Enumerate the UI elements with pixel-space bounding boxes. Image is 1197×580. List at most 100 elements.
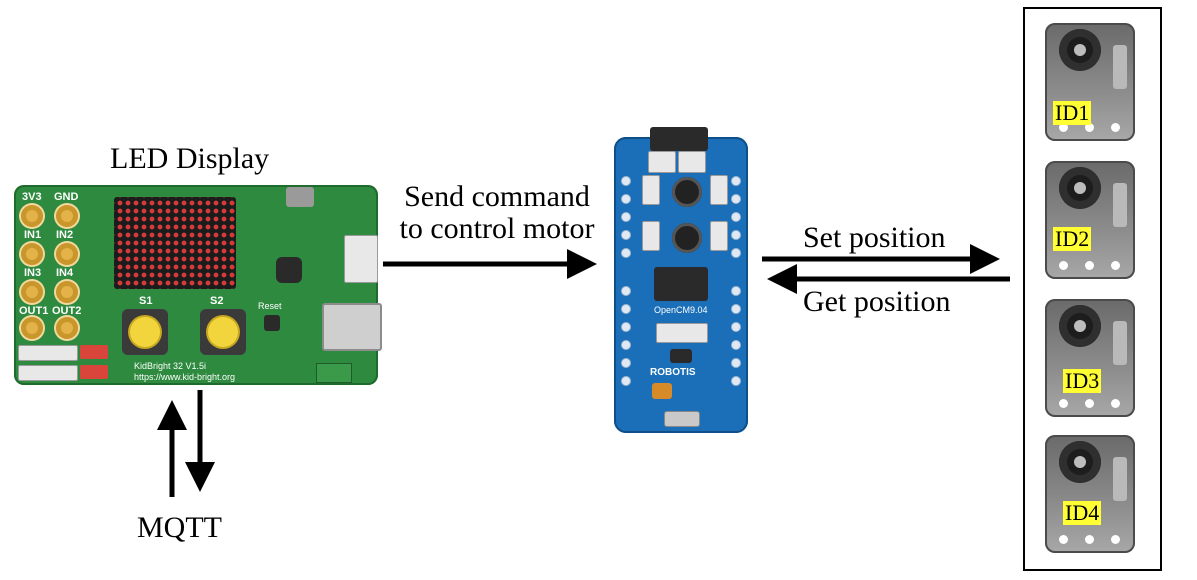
led-matrix xyxy=(114,197,236,289)
pad-in4 xyxy=(56,281,78,303)
servo-hole xyxy=(1085,399,1094,408)
side-connector-1 xyxy=(642,175,660,205)
servo-hole xyxy=(1059,399,1068,408)
hole xyxy=(622,213,630,221)
usb-c-connector xyxy=(286,187,314,207)
hole xyxy=(622,341,630,349)
sensor-chip xyxy=(276,257,302,283)
pad-label-in3: IN3 xyxy=(24,267,42,279)
bottom-connector-2 xyxy=(18,365,78,381)
hole xyxy=(732,195,740,203)
pad-gnd xyxy=(56,205,78,227)
pad-label-3v3: 3V3 xyxy=(22,191,42,203)
opencm-board: OpenCM9.04 ROBOTIS xyxy=(614,127,748,433)
hole xyxy=(732,377,740,385)
side-connector xyxy=(344,235,378,283)
pad-in1 xyxy=(21,243,43,265)
servo-hole xyxy=(1059,123,1068,132)
hole xyxy=(622,249,630,257)
reset-label: Reset xyxy=(258,301,282,311)
hole xyxy=(732,323,740,331)
servo-motor-1: ID1 xyxy=(1045,23,1135,141)
hole xyxy=(622,377,630,385)
pad-label-out1: OUT1 xyxy=(19,305,49,317)
servo-hole xyxy=(1111,399,1120,408)
servo-hole xyxy=(1111,261,1120,270)
servo-id-label-4: ID4 xyxy=(1063,500,1102,526)
servo-hole xyxy=(1085,123,1094,132)
servo-panel: ID1 ID2 ID3 ID4 xyxy=(1023,7,1162,571)
servo-id-label-3: ID3 xyxy=(1063,368,1102,394)
servo-hole xyxy=(1085,535,1094,544)
hole xyxy=(732,231,740,239)
hole xyxy=(622,231,630,239)
capacitor-1 xyxy=(672,177,702,207)
servo-hole xyxy=(1111,535,1120,544)
power-switch xyxy=(650,127,708,151)
pad-label-out2: OUT2 xyxy=(52,305,82,317)
servo-side-bracket xyxy=(1113,321,1127,365)
servo-hole xyxy=(1059,261,1068,270)
red-connector-1 xyxy=(80,345,108,359)
hole xyxy=(622,195,630,203)
hole xyxy=(732,249,740,257)
usb-a-port xyxy=(322,303,382,351)
button-s1 xyxy=(122,309,168,355)
hole xyxy=(732,213,740,221)
button-s2 xyxy=(200,309,246,355)
hole xyxy=(622,177,630,185)
opencm-model-text: OpenCM9.04 xyxy=(654,305,708,315)
servo-hole xyxy=(1111,123,1120,132)
servo-motor-2: ID2 xyxy=(1045,161,1135,279)
servo-side-bracket xyxy=(1113,45,1127,89)
board-model-text: KidBright 32 V1.5i xyxy=(134,361,207,371)
capacitor-2 xyxy=(672,223,702,253)
opencm-brand-text: ROBOTIS xyxy=(650,367,696,378)
pad-label-in2: IN2 xyxy=(56,229,74,241)
side-connector-2 xyxy=(710,175,728,205)
send-command-label: Send command to control motor xyxy=(382,181,612,244)
servo-motor-4: ID4 xyxy=(1045,435,1135,553)
side-connector-3 xyxy=(642,221,660,251)
servo-side-bracket xyxy=(1113,457,1127,501)
small-chip xyxy=(670,349,692,363)
reset-button xyxy=(264,315,280,331)
red-connector-2 xyxy=(80,365,108,379)
servo-horn xyxy=(1059,167,1101,209)
hole xyxy=(622,287,630,295)
pad-out2 xyxy=(56,317,78,339)
hole xyxy=(732,305,740,313)
set-position-label: Set position xyxy=(803,221,946,254)
hole xyxy=(622,359,630,367)
hole xyxy=(732,341,740,349)
servo-side-bracket xyxy=(1113,183,1127,227)
pad-label-in1: IN1 xyxy=(24,229,42,241)
servo-id-label-2: ID2 xyxy=(1053,226,1092,252)
kidbright-board: 3V3 GND IN1 IN2 IN3 IN4 OUT1 OUT2 S1 S2 … xyxy=(14,185,382,385)
servo-motor-3: ID3 xyxy=(1045,299,1135,417)
send-command-line-1: Send command xyxy=(404,180,590,213)
board-url-text: https://www.kid-bright.org xyxy=(134,372,236,382)
servo-horn xyxy=(1059,29,1101,71)
pad-in2 xyxy=(56,243,78,265)
pin-header-block xyxy=(654,267,708,301)
pad-label-in4: IN4 xyxy=(56,267,74,279)
top-connector-right xyxy=(678,151,706,173)
led-display-label: LED Display xyxy=(110,142,270,175)
terminal-block xyxy=(316,363,352,383)
mqtt-label: MQTT xyxy=(137,511,222,544)
side-connector-4 xyxy=(710,221,728,251)
button-s1-label: S1 xyxy=(139,295,153,307)
servo-horn xyxy=(1059,441,1101,483)
hole xyxy=(622,305,630,313)
pad-out1 xyxy=(21,317,43,339)
pad-3v3 xyxy=(21,205,43,227)
pad-in3 xyxy=(21,281,43,303)
button-s2-label: S2 xyxy=(210,295,224,307)
top-connector-left xyxy=(648,151,676,173)
hole xyxy=(732,287,740,295)
hole xyxy=(732,359,740,367)
get-position-label: Get position xyxy=(803,285,951,318)
hole xyxy=(732,177,740,185)
